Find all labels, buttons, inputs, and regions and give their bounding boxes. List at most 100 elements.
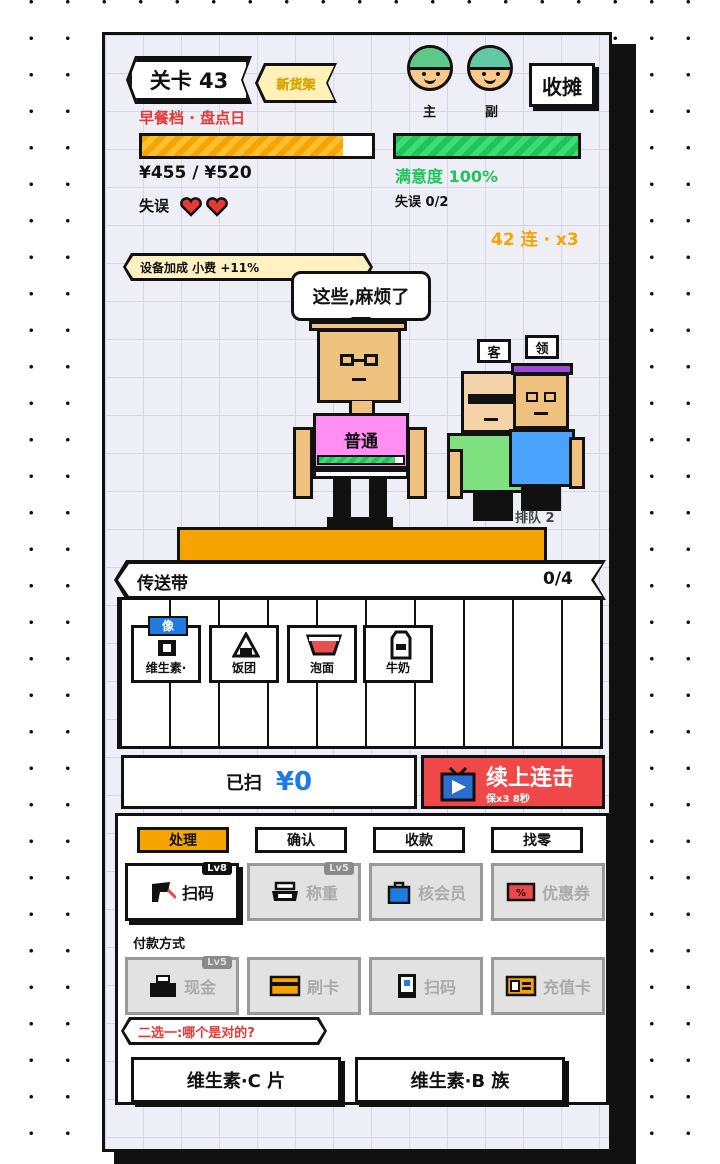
income-bar-fill [142,136,344,156]
heart-icon [206,197,228,217]
customer-type-tag: 普通 [344,432,378,452]
conveyor-item-noodles[interactable]: 泡面 [287,625,357,683]
question-prompt-text: 二选一:哪个是对的? [138,1025,255,1041]
game-frame: 关卡 43 新货架 早餐档 · 盘点日 主 副 收摊 ¥455 / ¥520 满… [102,32,612,1152]
milk-carton-icon [390,630,412,660]
staff-sub-label: 副 [485,105,499,120]
customer-patience-bar [317,455,405,465]
answer-option-2[interactable]: 维生素·B 族 [355,1057,565,1103]
tool-label: 扫码 [423,978,456,997]
customer-speech: 这些,麻烦了 [291,271,431,321]
tab-confirm[interactable]: 确认 [255,827,347,853]
tool-member-button[interactable]: 核会员 [369,863,483,921]
coupon-icon: % [506,882,536,902]
noodle-cup-icon [306,634,342,656]
payment-title: 付款方式 [133,937,186,952]
scanned-label: 已扫 [225,773,262,794]
queue-guest-legs [473,491,513,521]
combo-text: 42 连 · x3 [491,230,579,250]
tool-label: 扫码 [181,884,214,903]
customer-right-arm [407,427,427,499]
income-text: ¥455 / ¥520 [139,163,252,183]
answer-option-1[interactable]: 维生素·C 片 [131,1057,341,1103]
pay-stored-card-button[interactable]: 充值卡 [491,957,605,1015]
svg-text:%: % [516,888,526,899]
conveyor-header [118,564,602,596]
shift-name: 早餐档 · 盘点日 [139,109,246,127]
tab-process[interactable]: 处理 [137,827,229,853]
satisfaction-bar [393,133,581,159]
customer-head [317,329,401,403]
pay-qr-button[interactable]: 扫码 [369,957,483,1015]
customer-belt [313,469,409,479]
tool-label: 核会员 [417,884,466,903]
mistakes-label: 失误 [139,197,170,215]
conveyor-item-label: 饭团 [231,661,256,675]
heart-icon [180,197,202,217]
tool-coupon-button[interactable]: % 优惠券 [491,863,605,921]
tool-level-badge: Lv8 [202,862,232,875]
pay-card-button[interactable]: 刷卡 [247,957,361,1015]
conveyor-item-badge: 像 [148,616,188,636]
queue-count: 排队 2 [515,511,555,526]
combo-button-title: 续上连击 [486,766,575,791]
tool-label: 刷卡 [306,978,339,997]
combo-button-sub: 保x3 8秒 [486,794,530,805]
scanned-total: 已扫 ¥0 [121,755,417,809]
conveyor-item-onigiri[interactable]: 饭团 [209,625,279,683]
level-tag: 关卡 43 [129,59,249,101]
queue-guest-arm [447,449,463,499]
customer-patience-fill [319,457,395,463]
customer-right-leg [369,479,387,521]
close-shop-button[interactable]: 收摊 [529,63,595,107]
tab-collect[interactable]: 收款 [373,827,465,853]
credit-card-icon [269,975,301,997]
id-card-icon [505,975,537,997]
queue-guest-head [461,371,523,433]
queue-leader-legs [521,485,561,511]
conveyor-item-vitamin[interactable]: 像 维生素· [131,616,201,683]
barcode-scanner-icon [151,882,176,902]
scale-icon [271,881,298,901]
conveyor-title: 传送带 [137,574,188,594]
tab-change[interactable]: 找零 [491,827,583,853]
conveyor-item-milk[interactable]: 牛奶 [363,625,433,683]
pay-cash-button[interactable]: Lv5 现金 [125,956,239,1015]
income-bar [139,133,375,159]
queue-tag-leader: 领 [525,335,559,359]
shopping-bag-icon [387,881,411,904]
tool-scan-button[interactable]: Lv8 扫码 [125,862,239,921]
queue-leader-head [513,373,569,429]
scanned-amount: ¥0 [275,767,313,797]
tool-weigh-button[interactable]: Lv5 称重 [247,862,361,921]
question-prompt: 二选一:哪个是对的? [124,1020,324,1042]
customer-left-arm [293,427,313,499]
tool-label: 现金 [183,978,216,997]
conveyor-item-label: 维生素· [145,661,187,675]
tool-label: 充值卡 [542,978,591,997]
conveyor-belt [117,597,603,749]
combo-continue-button[interactable]: 续上连击 保x3 8秒 [421,755,605,809]
conveyor-item-label: 牛奶 [385,661,410,675]
queue-tag-guest: 客 [477,339,511,363]
queue-leader-arm [569,437,585,489]
staff-sub-avatar[interactable] [467,45,513,91]
phone-icon [397,974,416,998]
satisfaction-bar-fill [396,136,578,156]
tool-level-badge: Lv5 [324,862,354,875]
mistakes-count: 失误 0/2 [395,195,449,210]
bottle-icon [158,640,176,656]
queue-leader-body [509,429,575,487]
customer-neck [349,401,375,415]
tool-label: 称重 [305,884,338,903]
satisfaction-text: 满意度 100% [395,167,499,186]
tool-label: 优惠券 [541,884,590,903]
customer-left-leg [333,479,351,521]
conveyor-item-label: 泡面 [309,661,334,675]
cash-register-icon [149,975,176,997]
staff-main-avatar[interactable] [407,45,453,91]
conveyor-count: 0/4 [543,569,573,589]
tool-level-badge: Lv5 [202,956,232,969]
onigiri-icon [232,632,260,658]
tv-icon [440,766,476,802]
